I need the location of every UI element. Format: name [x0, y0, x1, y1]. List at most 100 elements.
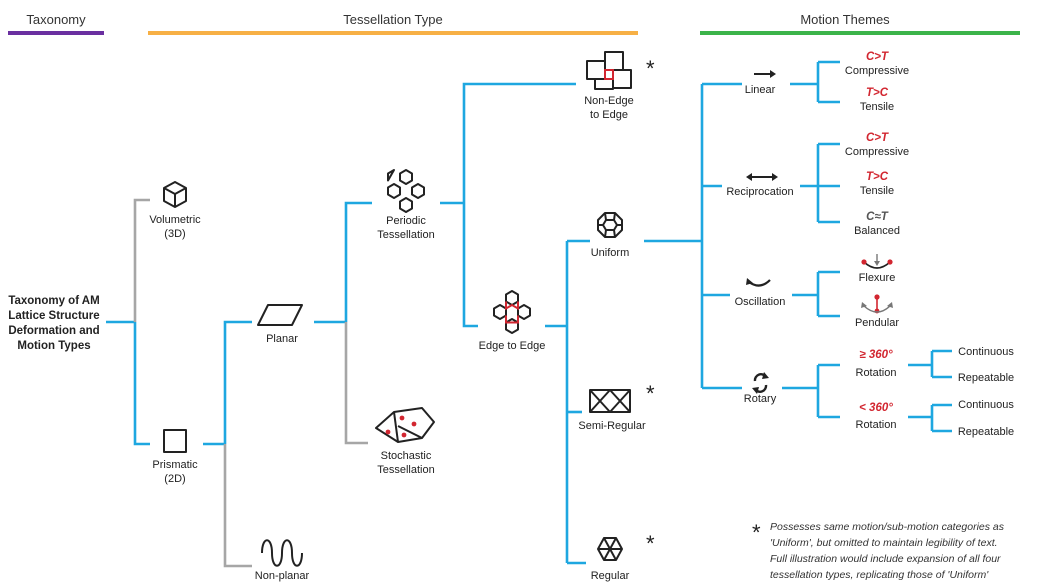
footnote-asterisk: * — [752, 520, 761, 545]
nonplanar-label: Non-planar — [255, 570, 310, 582]
connector-linear-subs — [790, 60, 840, 104]
linear-tensile-cond: T>C — [866, 87, 889, 99]
footnote: * Possesses same motion/sub-motion categ… — [752, 520, 1005, 581]
linear-submotions: C>T Compressive T>C Tensile — [845, 51, 909, 113]
arrow-right-icon — [754, 70, 776, 78]
voronoi-icon — [375, 407, 435, 443]
rotary-submotions: ≥ 360° Rotation Continuous Repeatable < … — [856, 346, 1015, 438]
header-motion: Motion Themes — [800, 12, 890, 27]
rot-full-repeatable: Repeatable — [958, 372, 1014, 384]
oscillation-label: Oscillation — [735, 296, 786, 308]
node-linear: Linear — [745, 70, 776, 96]
semi-regular-asterisk: * — [646, 381, 655, 406]
cube-icon — [163, 181, 187, 208]
square-icon — [163, 429, 187, 453]
non-edge-sublabel: to Edge — [590, 109, 628, 121]
connector-nonplanar — [223, 444, 252, 568]
pendular-label: Pendular — [855, 317, 899, 329]
prismatic-sublabel: (2D) — [164, 473, 185, 485]
uniform-polygon-icon — [597, 212, 623, 238]
regular-hexagon-icon — [597, 537, 623, 561]
volumetric-sublabel: (3D) — [164, 228, 185, 240]
regular-asterisk: * — [646, 531, 655, 556]
footnote-line-3: Full illustration would include expansio… — [770, 553, 1001, 565]
rot-full-label: Rotation — [856, 367, 897, 379]
pendulum-icon — [861, 294, 893, 314]
connectors — [106, 60, 952, 568]
header-taxonomy: Taxonomy — [26, 12, 86, 27]
connector-prismatic — [133, 322, 150, 446]
stochastic-sublabel: Tessellation — [377, 464, 434, 476]
rot-partial-label: Rotation — [856, 419, 897, 431]
connector-reciprocation-subs — [800, 142, 840, 224]
connector-rot-full-subs — [908, 349, 952, 379]
rot-full-continuous: Continuous — [958, 346, 1014, 358]
node-reciprocation: Reciprocation — [726, 173, 794, 198]
linear-compressive-cond: C>T — [866, 51, 889, 63]
header-tessellation: Tessellation Type — [343, 12, 443, 27]
rotary-label: Rotary — [744, 393, 777, 405]
recip-compressive-cond: C>T — [866, 132, 889, 144]
root-line-4: Motion Types — [17, 340, 90, 352]
root-line-1: Taxonomy of AM — [8, 295, 99, 307]
semi-regular-label: Semi-Regular — [578, 420, 646, 432]
reciprocation-label: Reciprocation — [726, 186, 793, 198]
regular-label: Regular — [591, 570, 630, 582]
node-semi-regular: * Semi-Regular — [578, 381, 655, 432]
root-line-3: Deformation and — [8, 325, 99, 337]
stochastic-label: Stochastic — [381, 450, 432, 462]
flexure-label: Flexure — [859, 272, 896, 284]
node-oscillation: Oscillation — [735, 278, 786, 308]
periodic-label: Periodic — [386, 215, 426, 227]
flexure-icon — [861, 254, 893, 269]
footnote-line-1: Possesses same motion/sub-motion categor… — [770, 521, 1005, 533]
edge-label: Edge to Edge — [479, 340, 546, 352]
connector-rotary-subs — [782, 363, 840, 419]
planar-label: Planar — [266, 333, 298, 345]
node-regular: * Regular — [591, 531, 655, 582]
node-non-edge: * Non-Edge to Edge — [584, 51, 655, 121]
node-rotary: Rotary — [744, 372, 777, 405]
uniform-label: Uniform — [591, 247, 630, 259]
recip-tensile-cond: T>C — [866, 171, 889, 183]
node-volumetric: Volumetric (3D) — [149, 181, 201, 240]
section-headers: Taxonomy Tessellation Type Motion Themes — [8, 12, 1020, 35]
rot-partial-continuous: Continuous — [958, 399, 1014, 411]
rot-full-cond: ≥ 360° — [859, 349, 893, 361]
arc-arrow-icon — [746, 278, 771, 287]
node-prismatic: Prismatic (2D) — [152, 429, 198, 485]
node-planar: Planar — [257, 304, 303, 345]
hexagon-cluster-icon — [387, 169, 425, 213]
recip-balanced-label: Balanced — [854, 225, 900, 237]
wave-icon — [261, 539, 303, 567]
connector-rot-partial-subs — [908, 403, 952, 433]
rot-partial-cond: < 360° — [859, 402, 893, 414]
recip-balanced-cond: C≈T — [866, 211, 889, 223]
hexagon-edge-icon — [493, 290, 531, 334]
root-node: Taxonomy of AM Lattice Structure Deforma… — [8, 295, 99, 352]
root-line-2: Lattice Structure — [8, 310, 99, 322]
rotate-icon — [752, 372, 769, 394]
connector-edge — [462, 203, 478, 328]
connector-volumetric — [133, 198, 150, 322]
oscillation-submotions: Flexure Pendular — [855, 254, 899, 329]
non-edge-asterisk: * — [646, 56, 655, 81]
linear-tensile-label: Tensile — [860, 101, 894, 113]
footnote-line-4: tessellation types, replicating those of… — [770, 569, 989, 581]
connector-oscillation-subs — [792, 270, 840, 318]
recip-tensile-label: Tensile — [860, 185, 894, 197]
non-edge-label: Non-Edge — [584, 95, 634, 107]
recip-compressive-label: Compressive — [845, 146, 909, 158]
connector-stochastic — [344, 322, 368, 445]
node-uniform: Uniform — [591, 212, 630, 259]
connector-non-edge — [462, 82, 576, 203]
prismatic-label: Prismatic — [152, 459, 198, 471]
periodic-sublabel: Tessellation — [377, 229, 434, 241]
node-nonplanar: Non-planar — [255, 539, 310, 582]
double-arrow-icon — [746, 173, 778, 181]
node-periodic: Periodic Tessellation — [377, 169, 435, 241]
linear-compressive-label: Compressive — [845, 65, 909, 77]
connector-periodic — [344, 201, 372, 322]
connector-planar — [223, 320, 252, 444]
